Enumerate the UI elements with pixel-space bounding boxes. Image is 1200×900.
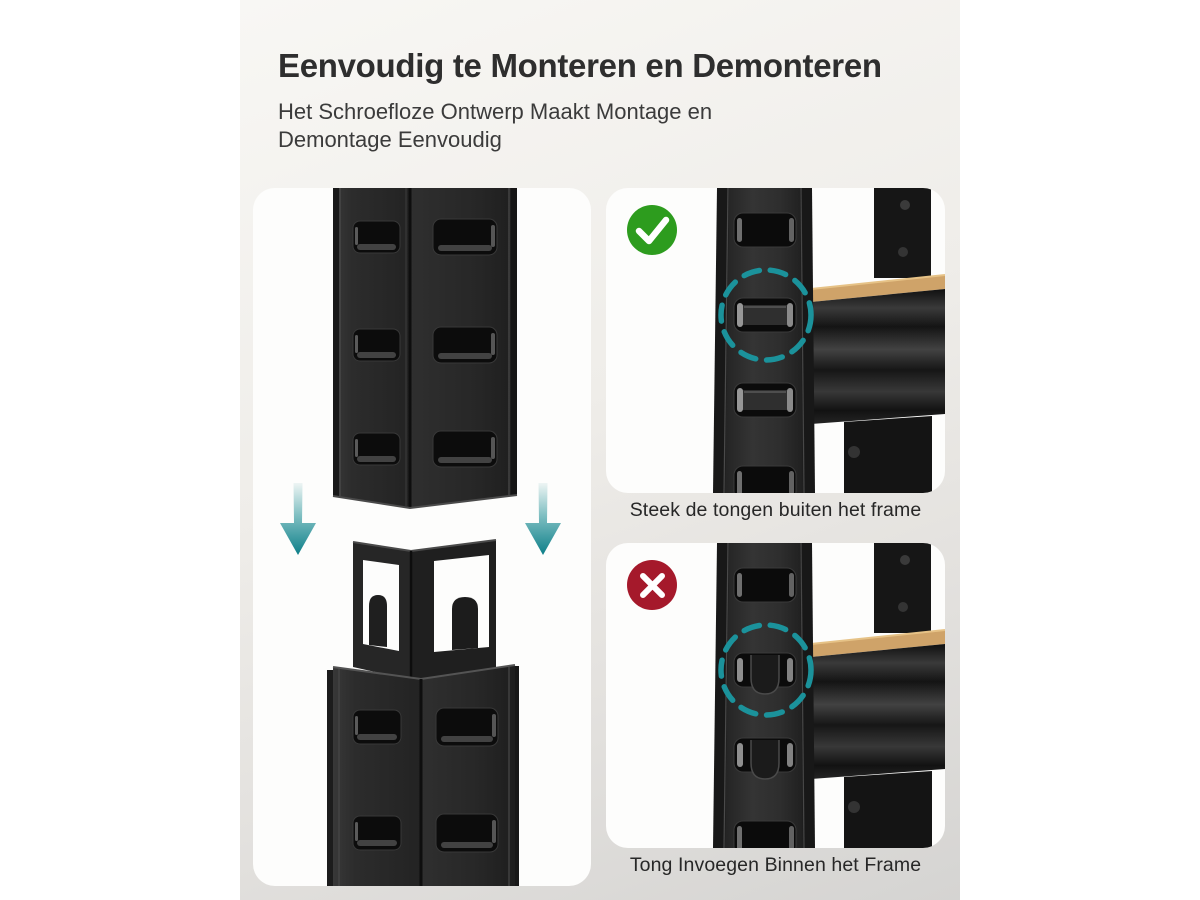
shelf-board-edge bbox=[810, 629, 945, 657]
lower-post-section bbox=[327, 664, 519, 886]
cross-icon bbox=[627, 560, 677, 610]
tongue-inside-slot bbox=[733, 652, 797, 695]
shelf-beam bbox=[811, 289, 945, 424]
subtitle-line-2: Demontage Eenvoudig bbox=[278, 126, 502, 152]
background-frame-post-top bbox=[874, 543, 931, 633]
subtitle-line-1: Het Schroefloze Ontwerp Maakt Montage en bbox=[278, 99, 713, 125]
background-frame-post-top bbox=[874, 188, 931, 278]
highlight-dashed-circle bbox=[718, 622, 814, 718]
background-frame-post-bottom bbox=[844, 416, 932, 493]
incorrect-method-panel bbox=[606, 543, 945, 848]
assembly-demo-illustration bbox=[280, 188, 561, 886]
assembly-demo-panel bbox=[253, 188, 591, 886]
page-title: Eenvoudig te Monteren en Demonteren bbox=[278, 47, 882, 84]
lower-post-slots bbox=[352, 707, 499, 853]
header: Eenvoudig te Monteren en Demonteren Het … bbox=[278, 47, 938, 153]
incorrect-method-caption: Tong Invoegen Binnen het Frame bbox=[629, 854, 922, 876]
incorrect-method-illustration bbox=[627, 543, 945, 848]
down-arrow-icon bbox=[525, 483, 561, 555]
tongue-inside-slot bbox=[733, 737, 797, 780]
check-icon bbox=[627, 205, 677, 255]
upright-post bbox=[713, 188, 815, 493]
background-frame-post-bottom bbox=[844, 771, 932, 848]
highlight-dashed-circle bbox=[718, 267, 814, 363]
down-arrow-icon bbox=[280, 483, 316, 555]
shelf-beam bbox=[811, 644, 945, 779]
product-infographic: Eenvoudig te Monteren en Demonteren Het … bbox=[240, 0, 960, 900]
correct-method-panel bbox=[606, 188, 945, 493]
tongue-outside-slot bbox=[733, 382, 797, 418]
correct-method-caption: Steek de tongen buiten het frame bbox=[629, 499, 922, 521]
page-subtitle: Het Schroefloze Ontwerp Maakt Montage en… bbox=[278, 98, 938, 153]
tongue-outside-slot bbox=[733, 297, 797, 333]
correct-method-illustration bbox=[627, 188, 945, 493]
connector-bracket bbox=[352, 539, 497, 680]
upper-post-section bbox=[332, 188, 518, 510]
shelf-board-edge bbox=[810, 274, 945, 302]
upper-post-slots bbox=[352, 218, 498, 468]
